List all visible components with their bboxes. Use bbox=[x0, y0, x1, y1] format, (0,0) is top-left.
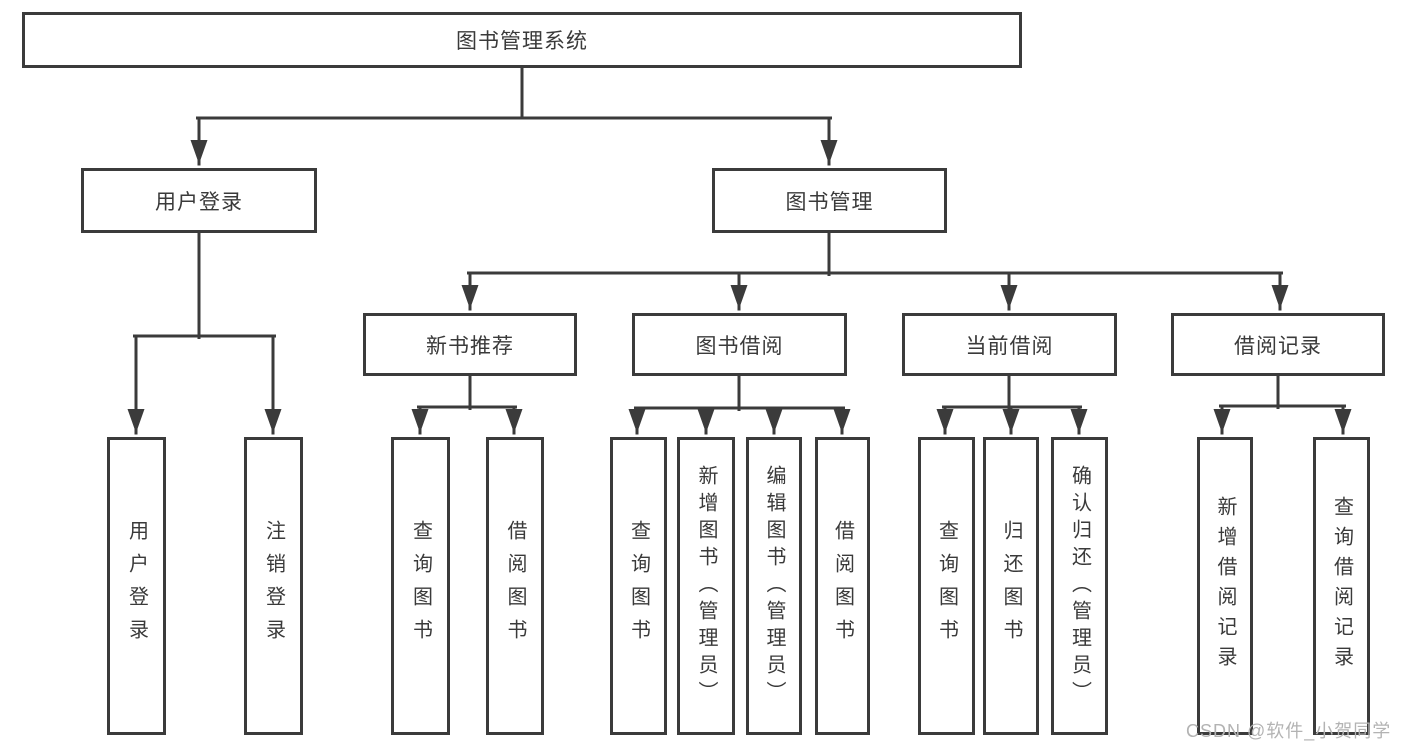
leaf-edit-books-admin: 编辑图书（管理员） bbox=[746, 437, 802, 735]
leaf-borrow-books-recommend: 借阅图书 bbox=[486, 437, 544, 735]
leaf-user-login: 用户登录 bbox=[107, 437, 166, 735]
watermark: CSDN @软件_小贺同学 bbox=[1186, 721, 1392, 741]
leaf-logout: 注销登录 bbox=[244, 437, 303, 735]
leaf-label: 借阅图书 bbox=[831, 520, 854, 652]
leaf-label: 查询图书 bbox=[627, 520, 650, 652]
leaf-query-books-borrow: 查询图书 bbox=[610, 437, 667, 735]
leaf-query-books-recommend: 查询图书 bbox=[391, 437, 450, 735]
node-user-login: 用户登录 bbox=[81, 168, 317, 233]
leaf-label: 查询图书 bbox=[409, 520, 432, 652]
leaf-label: 归还图书 bbox=[1000, 520, 1022, 652]
leaf-label: 查询图书 bbox=[935, 520, 958, 652]
leaf-return-books: 归还图书 bbox=[983, 437, 1039, 735]
leaf-borrow-books: 借阅图书 bbox=[815, 437, 870, 735]
leaf-add-books-admin: 新增图书（管理员） bbox=[677, 437, 735, 735]
leaf-query-borrow-record: 查询借阅记录 bbox=[1313, 437, 1370, 735]
node-book-borrow: 图书借阅 bbox=[632, 313, 847, 376]
leaf-label: 新增借阅记录 bbox=[1214, 496, 1236, 676]
node-current-borrow: 当前借阅 bbox=[902, 313, 1117, 376]
node-borrow-records: 借阅记录 bbox=[1171, 313, 1385, 376]
leaf-label: 用户登录 bbox=[125, 520, 148, 652]
node-library-system: 图书管理系统 bbox=[22, 12, 1022, 68]
leaf-label: 新增图书（管理员） bbox=[695, 464, 717, 708]
node-book-management: 图书管理 bbox=[712, 168, 947, 233]
leaf-label: 查询借阅记录 bbox=[1330, 496, 1353, 676]
leaf-label: 注销登录 bbox=[262, 520, 285, 652]
node-new-book-recommend: 新书推荐 bbox=[363, 313, 577, 376]
leaf-query-books-current: 查询图书 bbox=[918, 437, 975, 735]
leaf-confirm-return-admin: 确认归还（管理员） bbox=[1051, 437, 1108, 735]
leaf-label: 确认归还（管理员） bbox=[1068, 464, 1091, 708]
leaf-label: 编辑图书（管理员） bbox=[763, 464, 785, 708]
leaf-label: 借阅图书 bbox=[504, 520, 526, 652]
leaf-add-borrow-record: 新增借阅记录 bbox=[1197, 437, 1253, 735]
